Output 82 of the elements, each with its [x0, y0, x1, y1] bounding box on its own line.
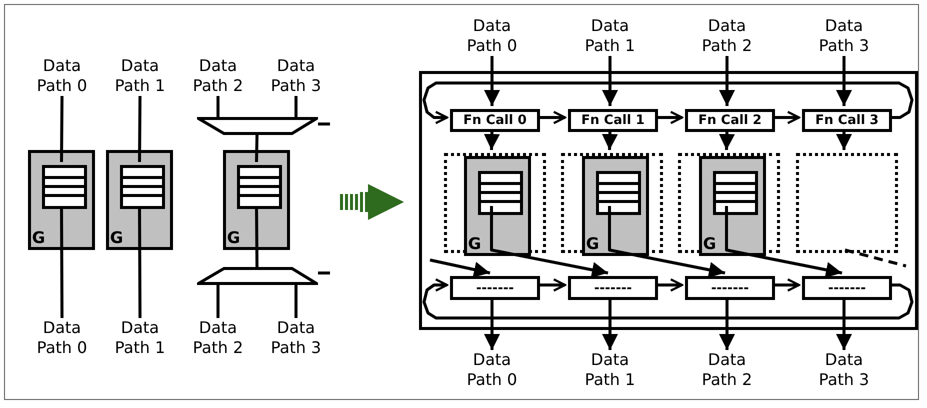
connector-line: [294, 96, 298, 117]
data-path-label: Data Path 3: [263, 318, 329, 358]
connector-line: [216, 96, 220, 117]
dotted-region: [796, 153, 898, 253]
block-label: G: [110, 229, 124, 247]
fifo-buffer: [478, 171, 523, 215]
block-label: G: [586, 235, 600, 253]
connector-line: [60, 206, 64, 318]
data-path-label: Data Path 2: [185, 318, 251, 358]
arrow: [719, 56, 735, 106]
arrow: [772, 110, 800, 124]
data-path-label: Data Path 1: [107, 318, 173, 358]
register-box: -------: [685, 276, 775, 300]
data-path-label: Data Path 3: [811, 16, 877, 56]
data-path-label: Data Path 2: [694, 350, 760, 390]
arrow: [719, 297, 735, 350]
dotted-region: [678, 153, 780, 253]
data-path-label: Data Path 0: [459, 16, 525, 56]
arrow: [484, 297, 500, 350]
data-path-label: Data Path 2: [185, 56, 251, 96]
g-block: [464, 156, 531, 256]
data-path-label: Data Path 1: [577, 16, 643, 56]
block-label: G: [32, 229, 46, 247]
fifo-buffer: [42, 165, 87, 209]
arrow: [725, 206, 842, 278]
block-label: G: [227, 229, 240, 247]
arrow: [537, 278, 566, 292]
dotted-region: [444, 153, 546, 253]
demultiplexer: [197, 267, 318, 285]
connector-line: [255, 134, 258, 162]
connector-line: [138, 206, 142, 318]
function-call-box: Fn Call 0: [450, 109, 540, 132]
function-call-box: Fn Call 2: [685, 109, 775, 132]
function-call-box: Fn Call 3: [802, 109, 892, 132]
arrow: [655, 110, 684, 124]
arrow: [836, 56, 852, 106]
fifo-buffer: [596, 171, 641, 215]
register-box: -------: [450, 276, 540, 300]
arrow: [836, 297, 852, 350]
dotted-region: [561, 153, 663, 253]
data-path-label: Data Path 3: [263, 56, 329, 96]
connector-line: [294, 285, 298, 318]
connector-line: [138, 96, 142, 162]
arrow: [484, 56, 500, 106]
fifo-buffer: [120, 165, 165, 209]
function-call-box: Fn Call 1: [568, 109, 658, 132]
arrow: [836, 129, 852, 150]
module-frame: [419, 71, 918, 330]
g-block: [699, 156, 766, 256]
data-path-label: Data Path 1: [577, 350, 643, 390]
arrow: [602, 56, 618, 106]
arrow: [490, 206, 608, 278]
connector-line: [318, 272, 330, 274]
fifo-buffer: [713, 171, 758, 215]
data-path-label: Data Path 2: [694, 16, 760, 56]
arrow: [602, 297, 618, 350]
g-block: [223, 150, 290, 250]
g-block: [28, 150, 95, 250]
connector-line: [318, 122, 330, 126]
data-path-label: Data Path 0: [459, 350, 525, 390]
connector-line: [60, 96, 64, 162]
block-label: G: [703, 235, 716, 253]
g-block: [106, 150, 173, 250]
arrow: [422, 278, 914, 320]
data-path-label: Data Path 3: [811, 350, 877, 390]
connector-line: [844, 248, 906, 268]
arrow: [655, 278, 684, 292]
data-path-label: Data Path 1: [107, 56, 173, 96]
arrow: [430, 258, 490, 278]
arrow: [422, 82, 914, 124]
data-path-label: Data Path 0: [29, 318, 95, 358]
fifo-buffer: [237, 165, 282, 209]
g-block: [582, 156, 649, 256]
data-path-label: Data Path 0: [29, 56, 95, 96]
arrow: [537, 110, 566, 124]
arrow: [608, 206, 726, 278]
multiplexer: [197, 117, 318, 135]
register-box: -------: [568, 276, 658, 300]
register-box: -------: [802, 276, 892, 300]
arrow: [772, 278, 800, 292]
connector-line: [216, 285, 220, 318]
block-label: G: [468, 235, 482, 253]
